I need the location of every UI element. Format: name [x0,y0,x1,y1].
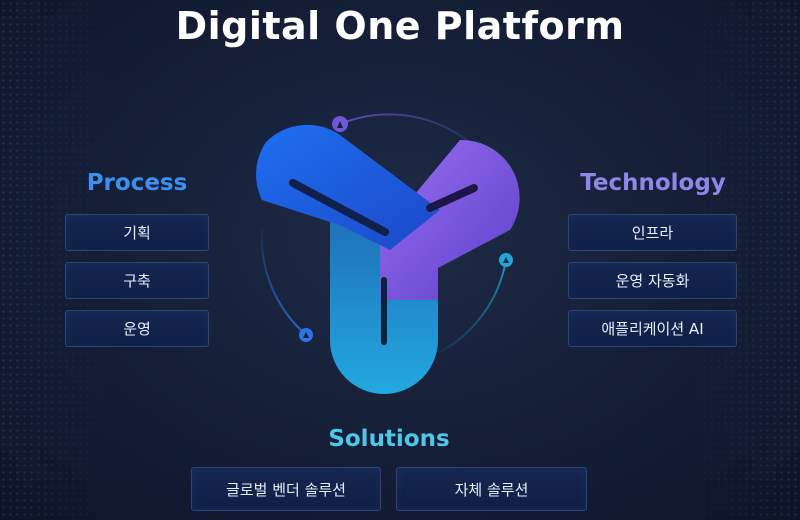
orbit-arc-process [260,229,306,335]
technology-item-ops-automation: 운영 자동화 [568,262,737,299]
technology-lobe [380,139,520,300]
technology-slot [426,184,478,212]
solutions-triangle-marker-icon [499,253,513,267]
solutions-item-global-vendor: 글로벌 벤더 솔루션 [191,467,381,511]
process-item-build: 구축 [65,262,209,299]
solutions-heading: Solutions [328,426,450,452]
technology-triangle-marker-icon [332,116,348,132]
dot-pattern-right [680,0,800,520]
process-heading: Process [86,170,188,196]
process-triangle-marker-icon [299,328,313,342]
technology-heading: Technology [580,170,726,196]
solutions-item-in-house: 자체 솔루션 [396,467,587,511]
process-slot [289,179,389,236]
technology-item-app-ai: 애플리케이션 AI [568,310,737,347]
process-lobe [256,124,440,250]
page-title: Digital One Platform [175,4,625,48]
process-item-planning: 기획 [65,214,209,251]
orbit-arc-solutions [439,259,507,353]
dot-pattern-left [0,0,120,520]
technology-item-infra: 인프라 [568,214,737,251]
process-item-operation: 운영 [65,310,209,347]
